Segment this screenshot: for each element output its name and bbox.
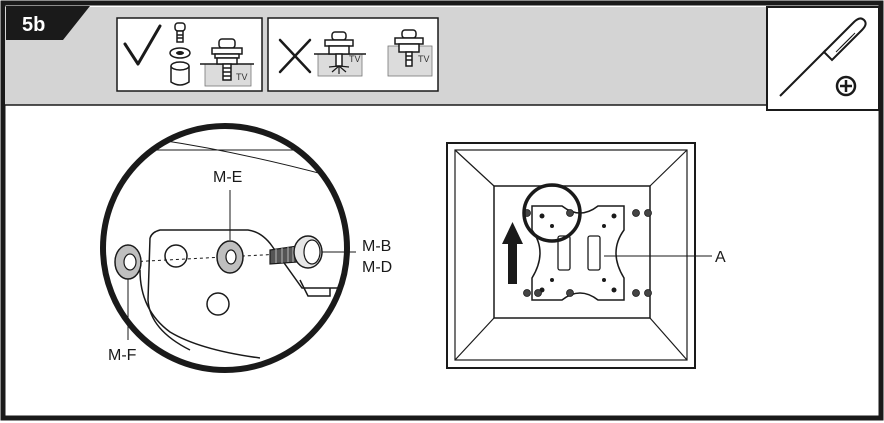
correct-usage-panel: TV bbox=[116, 17, 263, 92]
label-a: A bbox=[715, 249, 726, 266]
tool-box bbox=[766, 6, 880, 111]
screw-mb-md bbox=[269, 235, 323, 269]
check-mark-icon bbox=[123, 24, 162, 66]
label-me: M-E bbox=[213, 169, 242, 186]
loose-screw-icon bbox=[394, 29, 424, 67]
tv-back-view: A bbox=[446, 142, 726, 369]
tv-label: TV bbox=[418, 54, 430, 64]
up-arrow-icon bbox=[502, 222, 523, 284]
cross-mark-icon bbox=[278, 38, 312, 74]
step-badge: 5b bbox=[6, 6, 90, 40]
washer-me bbox=[216, 240, 244, 274]
zoom-indicator bbox=[522, 183, 582, 243]
tv-label: TV bbox=[349, 54, 361, 64]
incorrect-usage-panel: TV TV bbox=[267, 17, 439, 92]
step-number: 5b bbox=[22, 14, 45, 36]
detail-magnifier: M-E M-B M-D M-F bbox=[100, 123, 392, 373]
washer-icon bbox=[169, 47, 191, 59]
screwdriver-icon bbox=[779, 17, 867, 97]
spacer-icon bbox=[170, 61, 190, 86]
phillips-head-icon bbox=[835, 75, 857, 97]
mounted-screw-icon bbox=[211, 38, 243, 81]
small-screw-icon bbox=[174, 22, 186, 43]
plate-hole bbox=[206, 292, 230, 316]
tv-label: TV bbox=[236, 72, 248, 82]
label-mb: M-B bbox=[362, 238, 391, 255]
damage-burst-icon bbox=[328, 65, 350, 74]
tv-screws bbox=[523, 209, 652, 297]
plate-hole bbox=[164, 244, 188, 268]
overlong-screw-icon bbox=[324, 31, 354, 67]
label-mf: M-F bbox=[108, 347, 137, 364]
label-md: M-D bbox=[362, 259, 392, 276]
spacer-mf bbox=[114, 244, 142, 280]
mounting-plate bbox=[531, 205, 625, 301]
